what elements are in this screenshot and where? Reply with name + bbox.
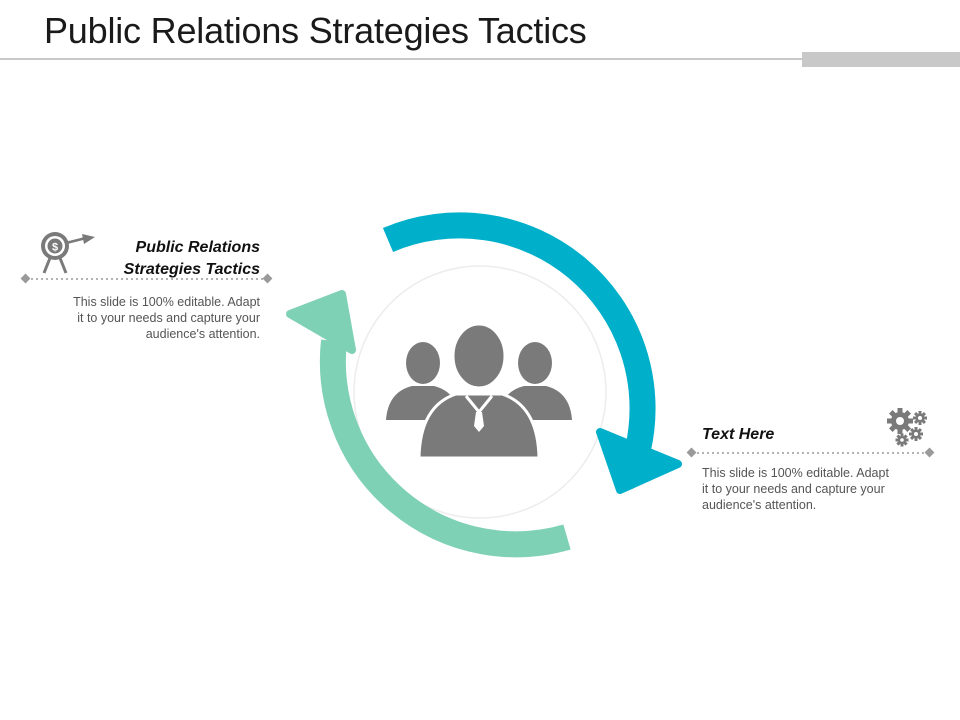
team-people-icon — [386, 322, 572, 460]
left-heading-line-2: Strategies Tactics — [123, 261, 260, 278]
right-block-body: This slide is 100% editable. Adapt it to… — [702, 465, 927, 513]
slide-title: Public Relations Strategies Tactics — [44, 10, 587, 51]
left-body-line-1: This slide is 100% editable. Adapt — [73, 295, 260, 309]
left-body-line-2: it to your needs and capture your — [77, 311, 260, 325]
blue-cycle-arrow — [382, 212, 682, 494]
target-dollar-icon: $ — [41, 232, 95, 274]
right-body-line-3: audience's attention. — [702, 498, 817, 512]
right-body-line-2: it to your needs and capture your — [702, 482, 885, 496]
svg-text:$: $ — [52, 242, 58, 254]
title-accent-bar — [802, 52, 960, 67]
inner-circle — [353, 265, 607, 519]
left-body-line-3: audience's attention. — [145, 327, 260, 341]
green-cycle-arrow — [286, 290, 571, 558]
left-block-body: This slide is 100% editable. Adapt it to… — [30, 294, 260, 342]
right-body-line-1: This slide is 100% editable. Adapt — [702, 466, 889, 480]
gears-icon — [887, 408, 927, 447]
left-heading-line-1: Public Relations — [135, 239, 260, 256]
title-underline — [0, 58, 802, 60]
right-separator — [686, 447, 935, 458]
right-block-heading: Text Here — [702, 426, 775, 443]
left-block-heading: Public Relations Strategies Tactics — [80, 237, 260, 281]
